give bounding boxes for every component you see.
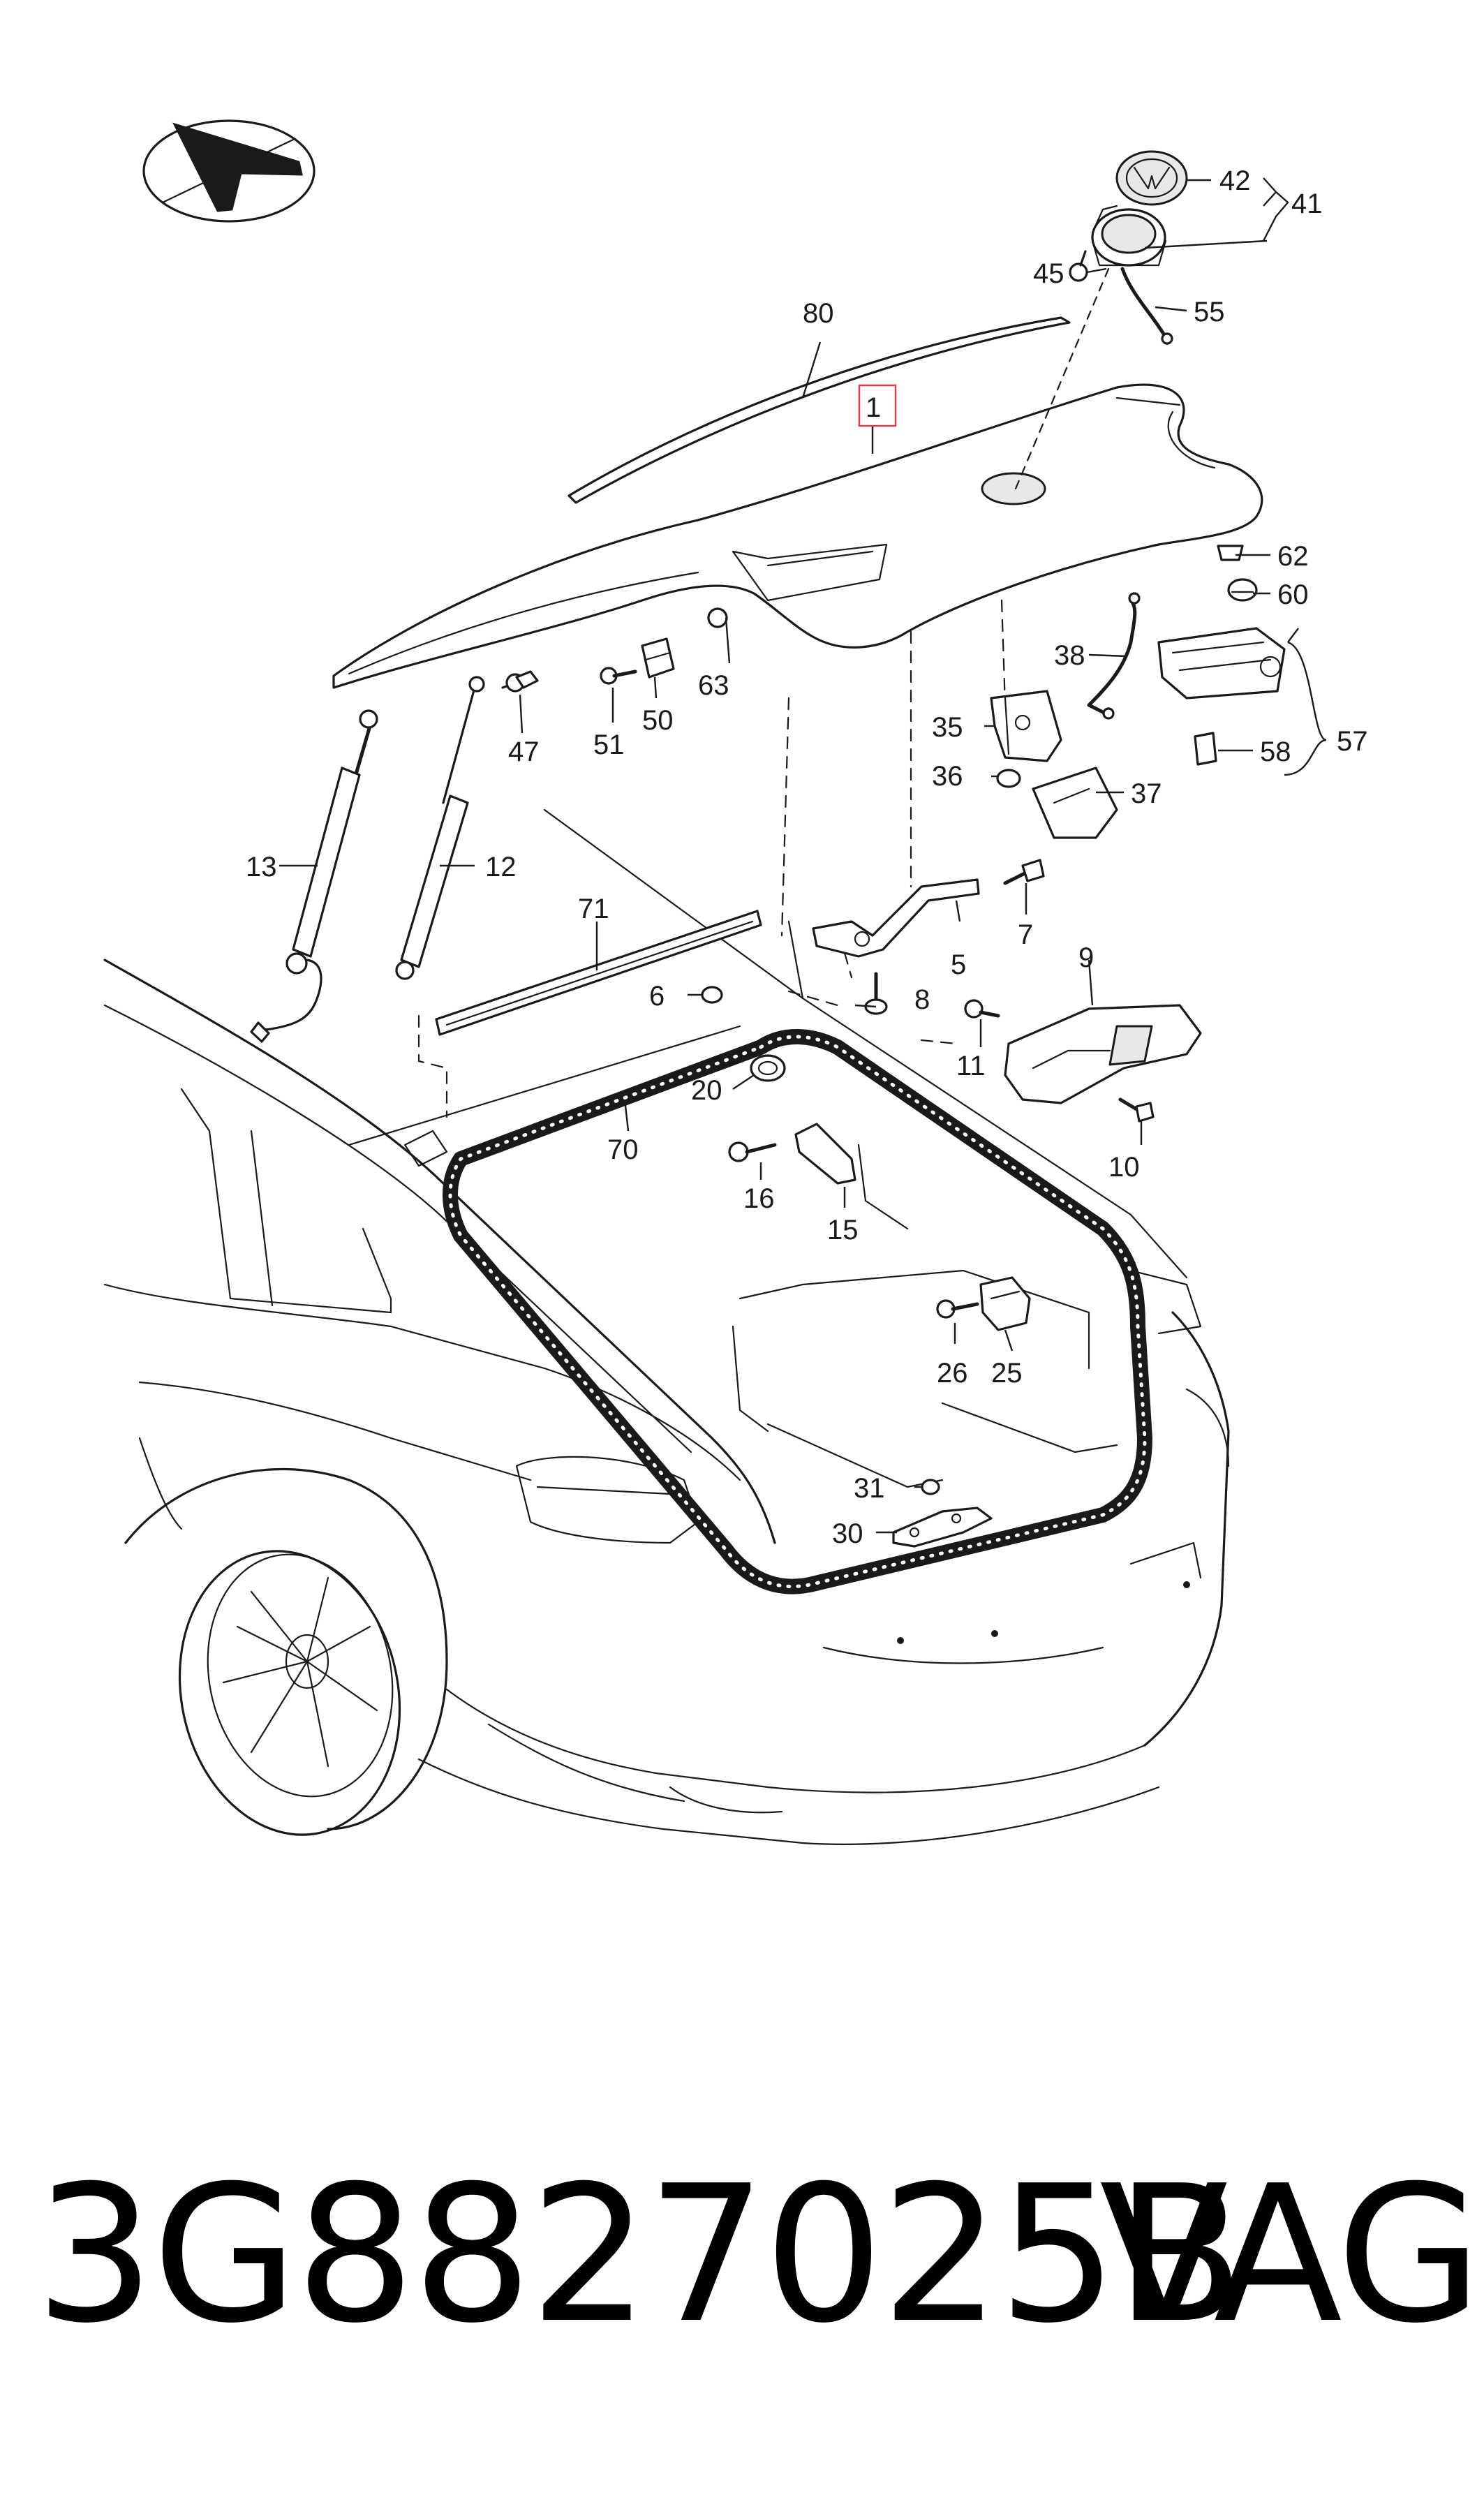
callout-9: 9 (1078, 942, 1094, 973)
callout-1: 1 (866, 392, 881, 423)
vw-emblem-42 (1115, 150, 1188, 206)
boot-lid (332, 383, 1263, 689)
callout-51: 51 (593, 730, 625, 760)
group-bracket-57 (1284, 628, 1327, 776)
cable-55 (1120, 267, 1173, 345)
bolt-7 (1003, 859, 1045, 885)
callout-38: 38 (1054, 640, 1085, 671)
callout-11: 11 (956, 1051, 986, 1081)
callout-36: 36 (932, 761, 963, 792)
fastener-47 (501, 670, 539, 693)
highlight-box (858, 384, 897, 427)
handle-trim-9 (1004, 1004, 1202, 1104)
screw-45 (1069, 250, 1088, 282)
callout-31: 31 (854, 1473, 885, 1504)
callout-10: 10 (1108, 1152, 1140, 1183)
callout-45: 45 (1033, 258, 1064, 289)
part-number: 3G8827025B (35, 2145, 1245, 2365)
callout-12: 12 (485, 852, 517, 882)
bolt-51 (600, 667, 637, 685)
assembly-guide-lines (417, 239, 1122, 1118)
callout-42: 42 (1219, 165, 1251, 196)
callout-16: 16 (743, 1183, 775, 1214)
callout-13: 13 (246, 852, 277, 882)
striker-25 (979, 1276, 1031, 1331)
callout-37: 37 (1131, 778, 1162, 809)
bump-stop-60 (1227, 578, 1258, 602)
callout-labels: 1 5 6 7 8 9 10 11 12 13 15 16 20 25 26 3… (246, 165, 1368, 1549)
callout-63: 63 (698, 670, 729, 701)
latch-bracket-30 (892, 1507, 993, 1548)
callout-80: 80 (803, 298, 834, 329)
callout-50: 50 (642, 705, 674, 736)
callout-26: 26 (937, 1358, 968, 1389)
callout-7: 7 (1018, 919, 1033, 950)
callout-35: 35 (932, 712, 963, 743)
callout-41: 41 (1291, 188, 1323, 219)
direction-arrow-icon (142, 119, 316, 223)
nut-6 (701, 986, 723, 1004)
group-bracket-41 (1262, 177, 1289, 242)
hinge-5 (812, 878, 980, 958)
callout-62: 62 (1277, 541, 1309, 572)
bracket-50 (641, 637, 675, 679)
leader-lines (279, 179, 1270, 1534)
callout-55: 55 (1194, 297, 1225, 327)
bolt-8 (864, 972, 888, 1015)
rubber-strip (435, 910, 762, 1036)
callout-47: 47 (508, 737, 540, 767)
lock-cover-37 (1032, 767, 1118, 839)
bracket-15 (794, 1123, 856, 1185)
callout-71: 71 (578, 894, 609, 924)
connector-58 (1194, 732, 1217, 766)
lock-35 (990, 690, 1062, 762)
callout-5: 5 (951, 949, 966, 980)
callout-20: 20 (691, 1075, 722, 1106)
motor-unit-57 (1157, 627, 1286, 700)
gas-strut-13 (250, 709, 378, 1043)
callout-30: 30 (832, 1518, 863, 1549)
callout-6: 6 (649, 981, 665, 1012)
callout-15: 15 (827, 1215, 859, 1245)
brand-name: VAG (1099, 2145, 1483, 2365)
screw-11 (964, 999, 1000, 1019)
emblem-housing-41 (1091, 205, 1167, 267)
nut-36 (996, 769, 1021, 788)
callout-57: 57 (1337, 726, 1368, 757)
callout-25: 25 (991, 1358, 1023, 1389)
trunk-seal (443, 1029, 1152, 1594)
callout-58: 58 (1260, 737, 1291, 767)
screw-16 (728, 1141, 777, 1162)
callout-8: 8 (914, 984, 930, 1015)
screw-10 (1118, 1097, 1155, 1123)
bump-stop-62 (1217, 545, 1244, 561)
gas-strut-12 (395, 676, 485, 980)
callout-60: 60 (1277, 579, 1309, 610)
spoiler-strip (567, 316, 1071, 504)
grommet-20 (750, 1054, 786, 1082)
nut-31 (921, 1479, 940, 1495)
car-body-outline (103, 959, 1230, 1845)
trunk-area-lines (348, 808, 1188, 1488)
cable-38 (1087, 592, 1141, 720)
screw-26 (936, 1299, 979, 1319)
grommet-63 (707, 607, 728, 628)
callout-70: 70 (607, 1134, 639, 1165)
